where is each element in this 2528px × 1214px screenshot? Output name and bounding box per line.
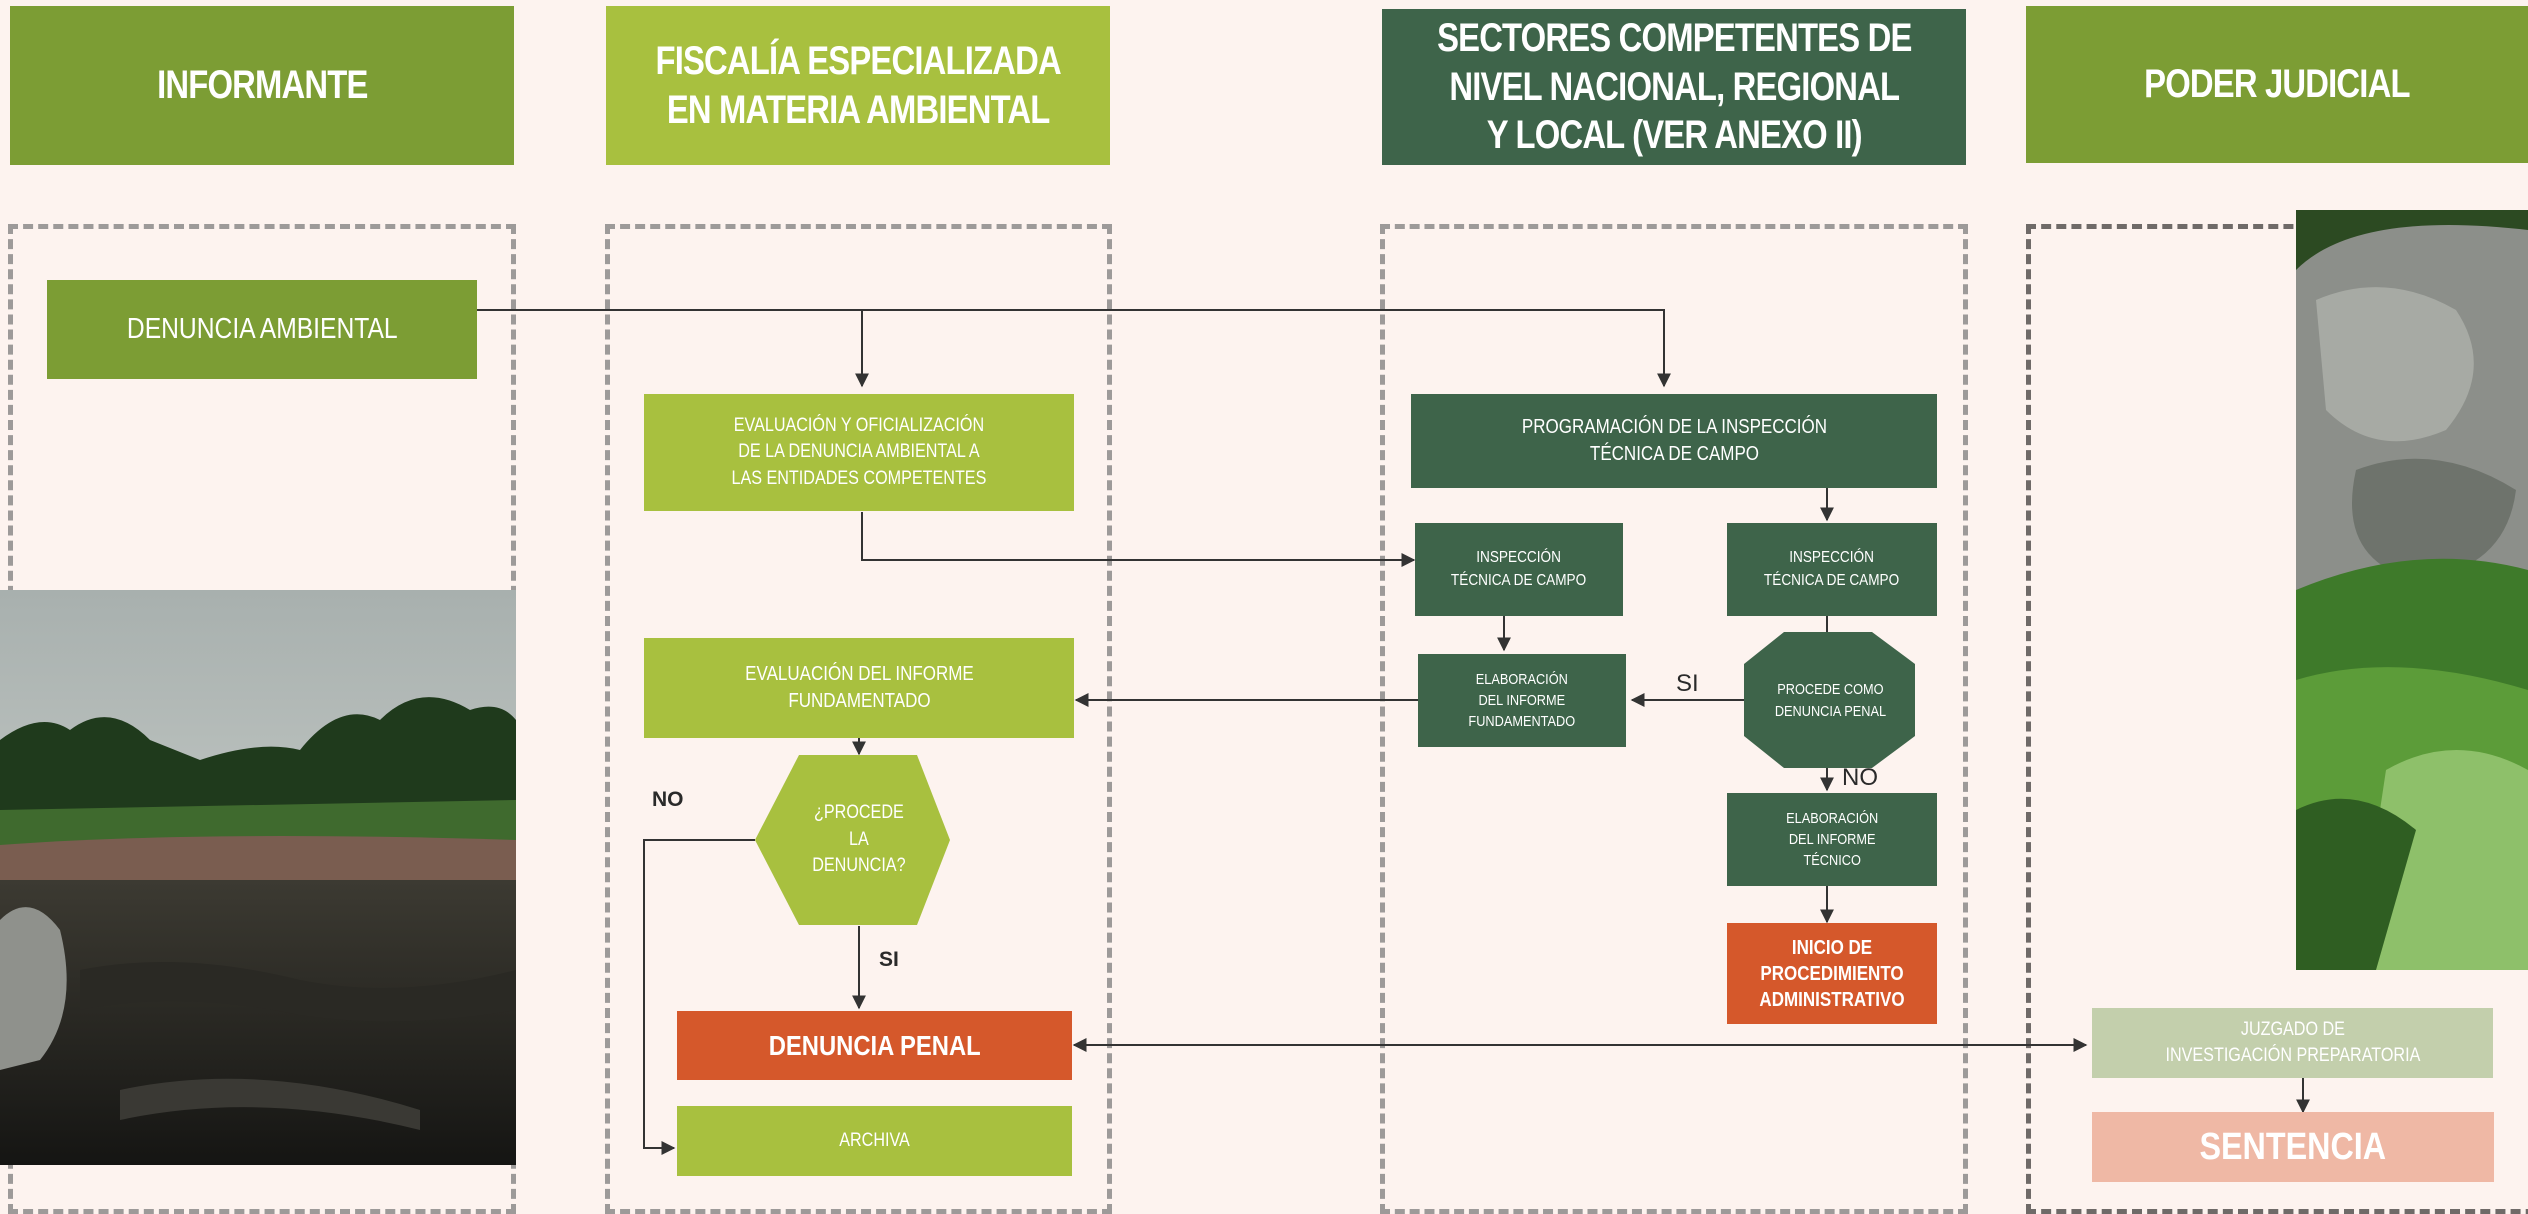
si-label-sectores: SI: [1676, 670, 1699, 697]
evaluacion-informe-box: EVALUACIÓN DEL INFORME FUNDAMENTADO: [644, 638, 1074, 738]
juzgado-box: JUZGADO DE INVESTIGACIÓN PREPARATORIA: [2092, 1008, 2493, 1078]
header-poder-judicial: PODER JUDICIAL: [2026, 6, 2528, 163]
garbage-photo: [2296, 210, 2528, 970]
procede-como-denuncia-decision: PROCEDE COMO DENUNCIA PENAL: [1774, 681, 1886, 720]
procede-denuncia-decision: ¿PROCEDE LA DENUNCIA?: [812, 802, 906, 877]
no-label-sectores: NO: [1842, 764, 1878, 791]
inspeccion-tecnica-left-box: INSPECCIÓN TÉCNICA DE CAMPO: [1415, 523, 1623, 616]
programacion-inspeccion-box: PROGRAMACIÓN DE LA INSPECCIÓN TÉCNICA DE…: [1411, 394, 1937, 488]
denuncia-ambiental-box: DENUNCIA AMBIENTAL: [47, 280, 477, 379]
si-label-fiscalia: SI: [879, 948, 899, 971]
header-sectores: SECTORES COMPETENTES DE NIVEL NACIONAL, …: [1382, 9, 1966, 165]
sentencia-box: SENTENCIA: [2092, 1112, 2494, 1182]
elaboracion-informe-tecnico-box: ELABORACIÓN DEL INFORME TÉCNICO: [1727, 793, 1937, 886]
header-fiscalia: FISCALÍA ESPECIALIZADA EN MATERIA AMBIEN…: [606, 6, 1110, 165]
inspeccion-tecnica-right-box: INSPECCIÓN TÉCNICA DE CAMPO: [1727, 523, 1937, 616]
header-informante: INFORMANTE: [10, 6, 514, 165]
no-label-fiscalia: NO: [652, 788, 684, 811]
landscape-photo: [0, 590, 516, 1165]
archiva-box: ARCHIVA: [677, 1106, 1072, 1176]
denuncia-penal-box: DENUNCIA PENAL: [677, 1011, 1072, 1080]
inicio-procedimiento-box: INICIO DE PROCEDIMIENTO ADMINISTRATIVO: [1727, 923, 1937, 1024]
elaboracion-informe-fundamentado-box: ELABORACIÓN DEL INFORME FUNDAMENTADO: [1418, 654, 1626, 747]
evaluacion-oficializacion-box: EVALUACIÓN Y OFICIALIZACIÓN DE LA DENUNC…: [644, 394, 1074, 511]
